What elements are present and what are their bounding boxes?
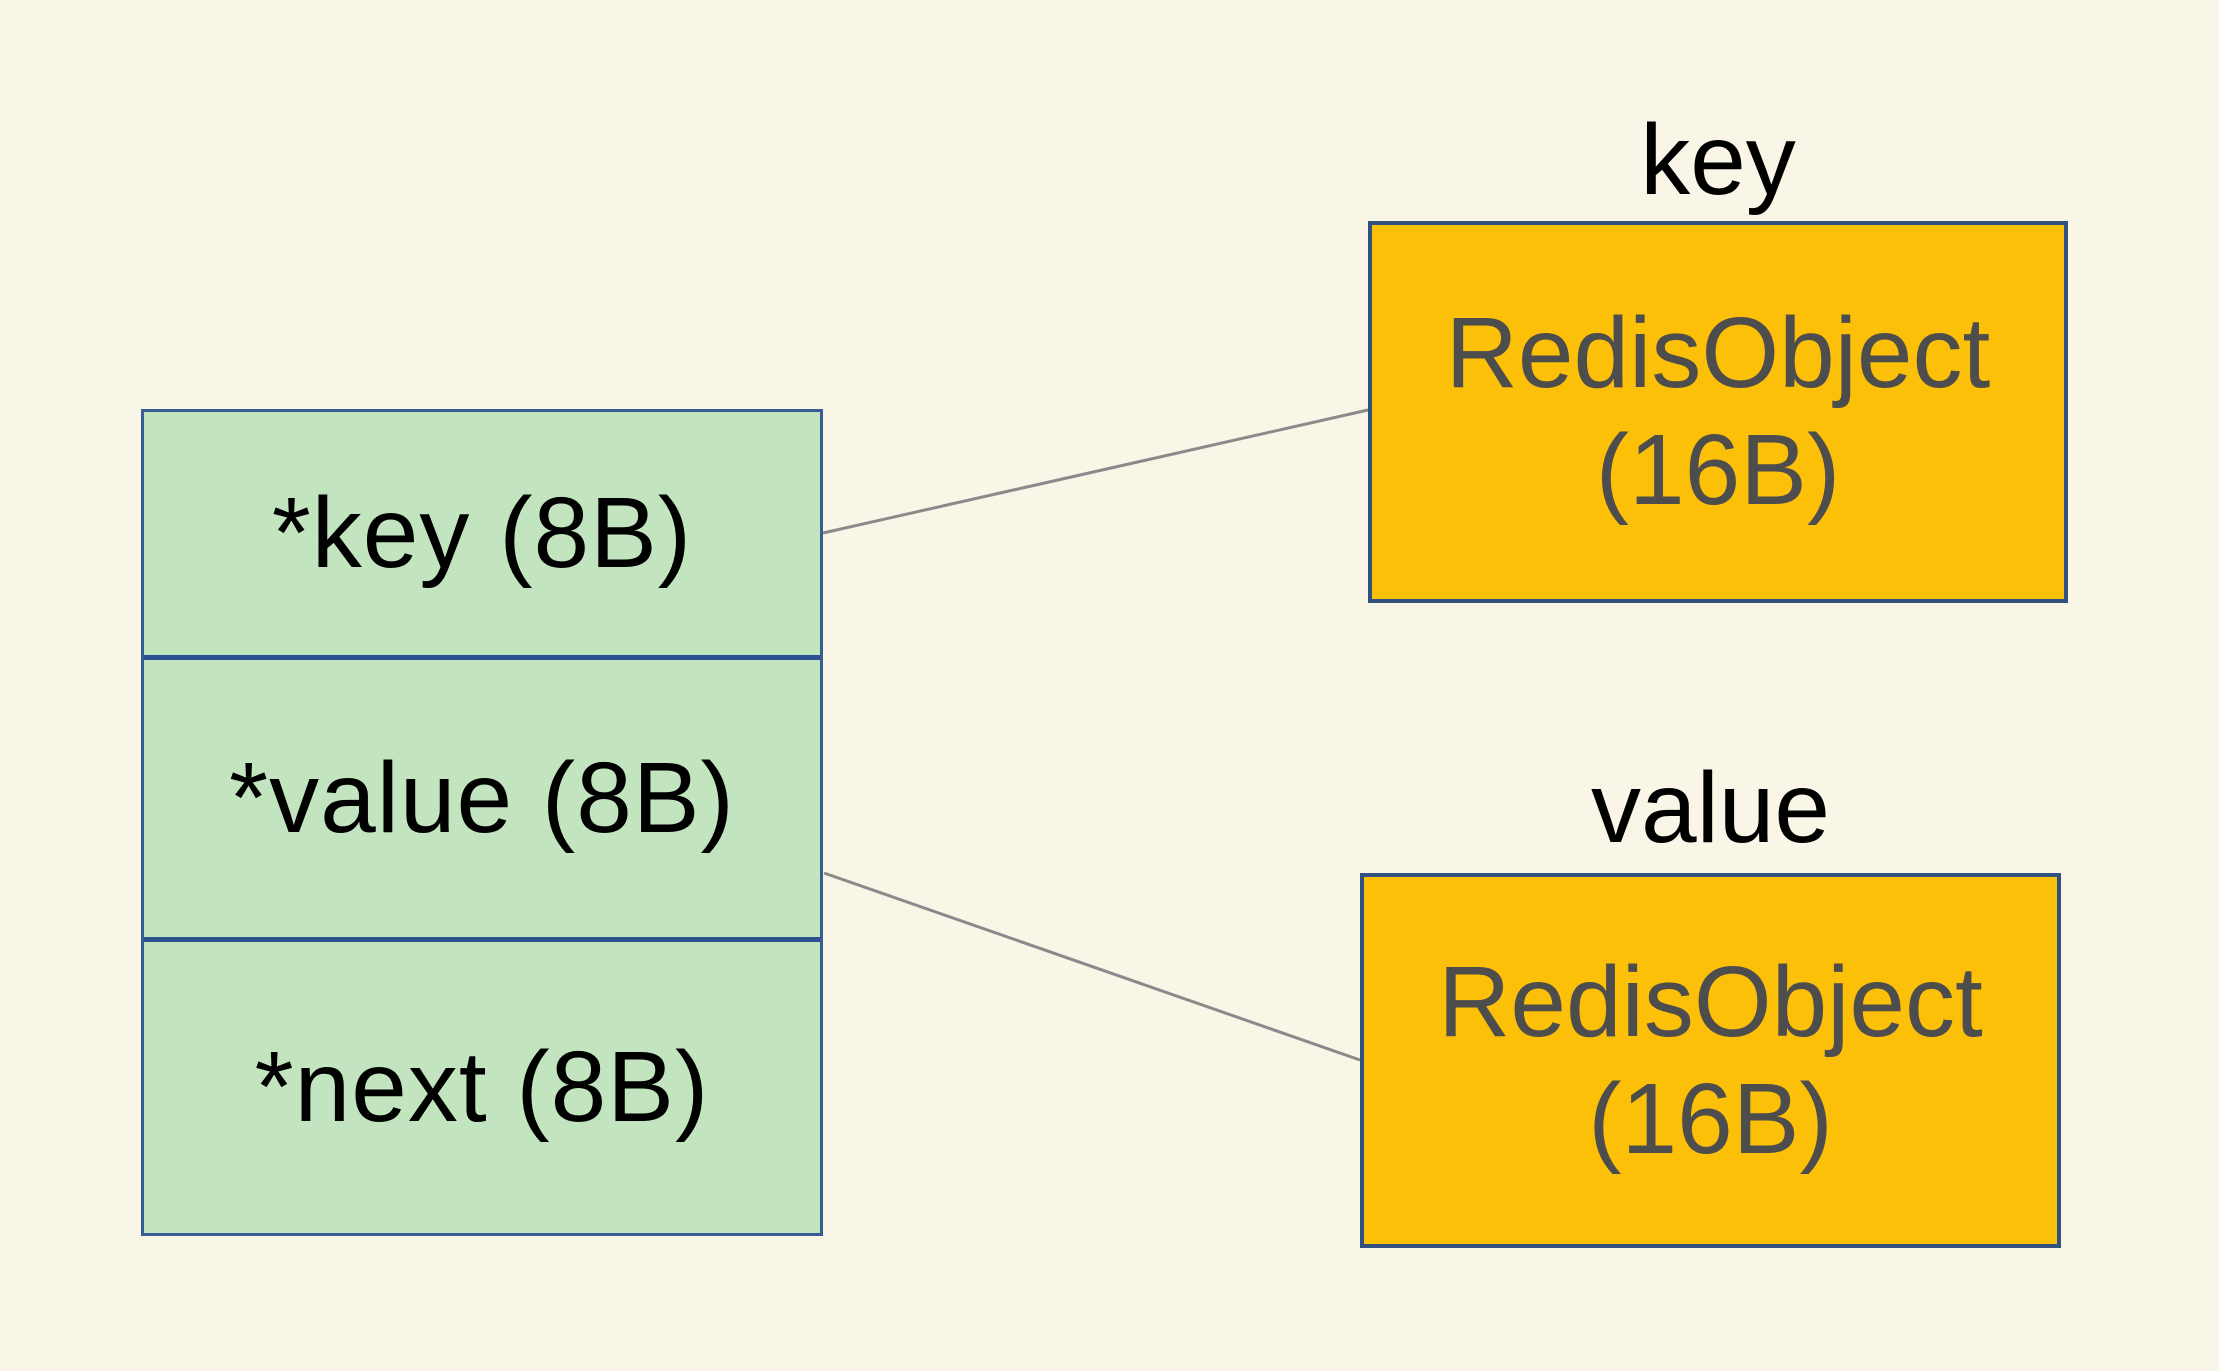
connector-key-line bbox=[822, 408, 1369, 535]
struct-cell-key-label: *key (8B) bbox=[271, 477, 693, 589]
key-object-title: key bbox=[1640, 104, 1796, 216]
struct-cell-next: *next (8B) bbox=[144, 937, 820, 1233]
connector-value-line bbox=[823, 871, 1361, 1062]
value-object-title: value bbox=[1590, 752, 1831, 864]
struct-cell-value: *value (8B) bbox=[144, 655, 820, 937]
redisobject-value-size: (16B) bbox=[1588, 1062, 1833, 1175]
redisobject-key-name: RedisObject bbox=[1445, 297, 1991, 409]
struct-cell-value-label: *value (8B) bbox=[229, 742, 735, 854]
redisobject-value-name: RedisObject bbox=[1438, 945, 1983, 1058]
dictentry-struct-box: *key (8B) *value (8B) *next (8B) bbox=[141, 409, 823, 1236]
redisobject-key-box: RedisObject (16B) bbox=[1368, 221, 2068, 603]
struct-cell-next-label: *next (8B) bbox=[254, 1031, 710, 1143]
redisobject-value-box: RedisObject (16B) bbox=[1360, 873, 2061, 1248]
redisobject-key-size: (16B) bbox=[1595, 414, 1841, 526]
struct-cell-key: *key (8B) bbox=[144, 412, 820, 655]
